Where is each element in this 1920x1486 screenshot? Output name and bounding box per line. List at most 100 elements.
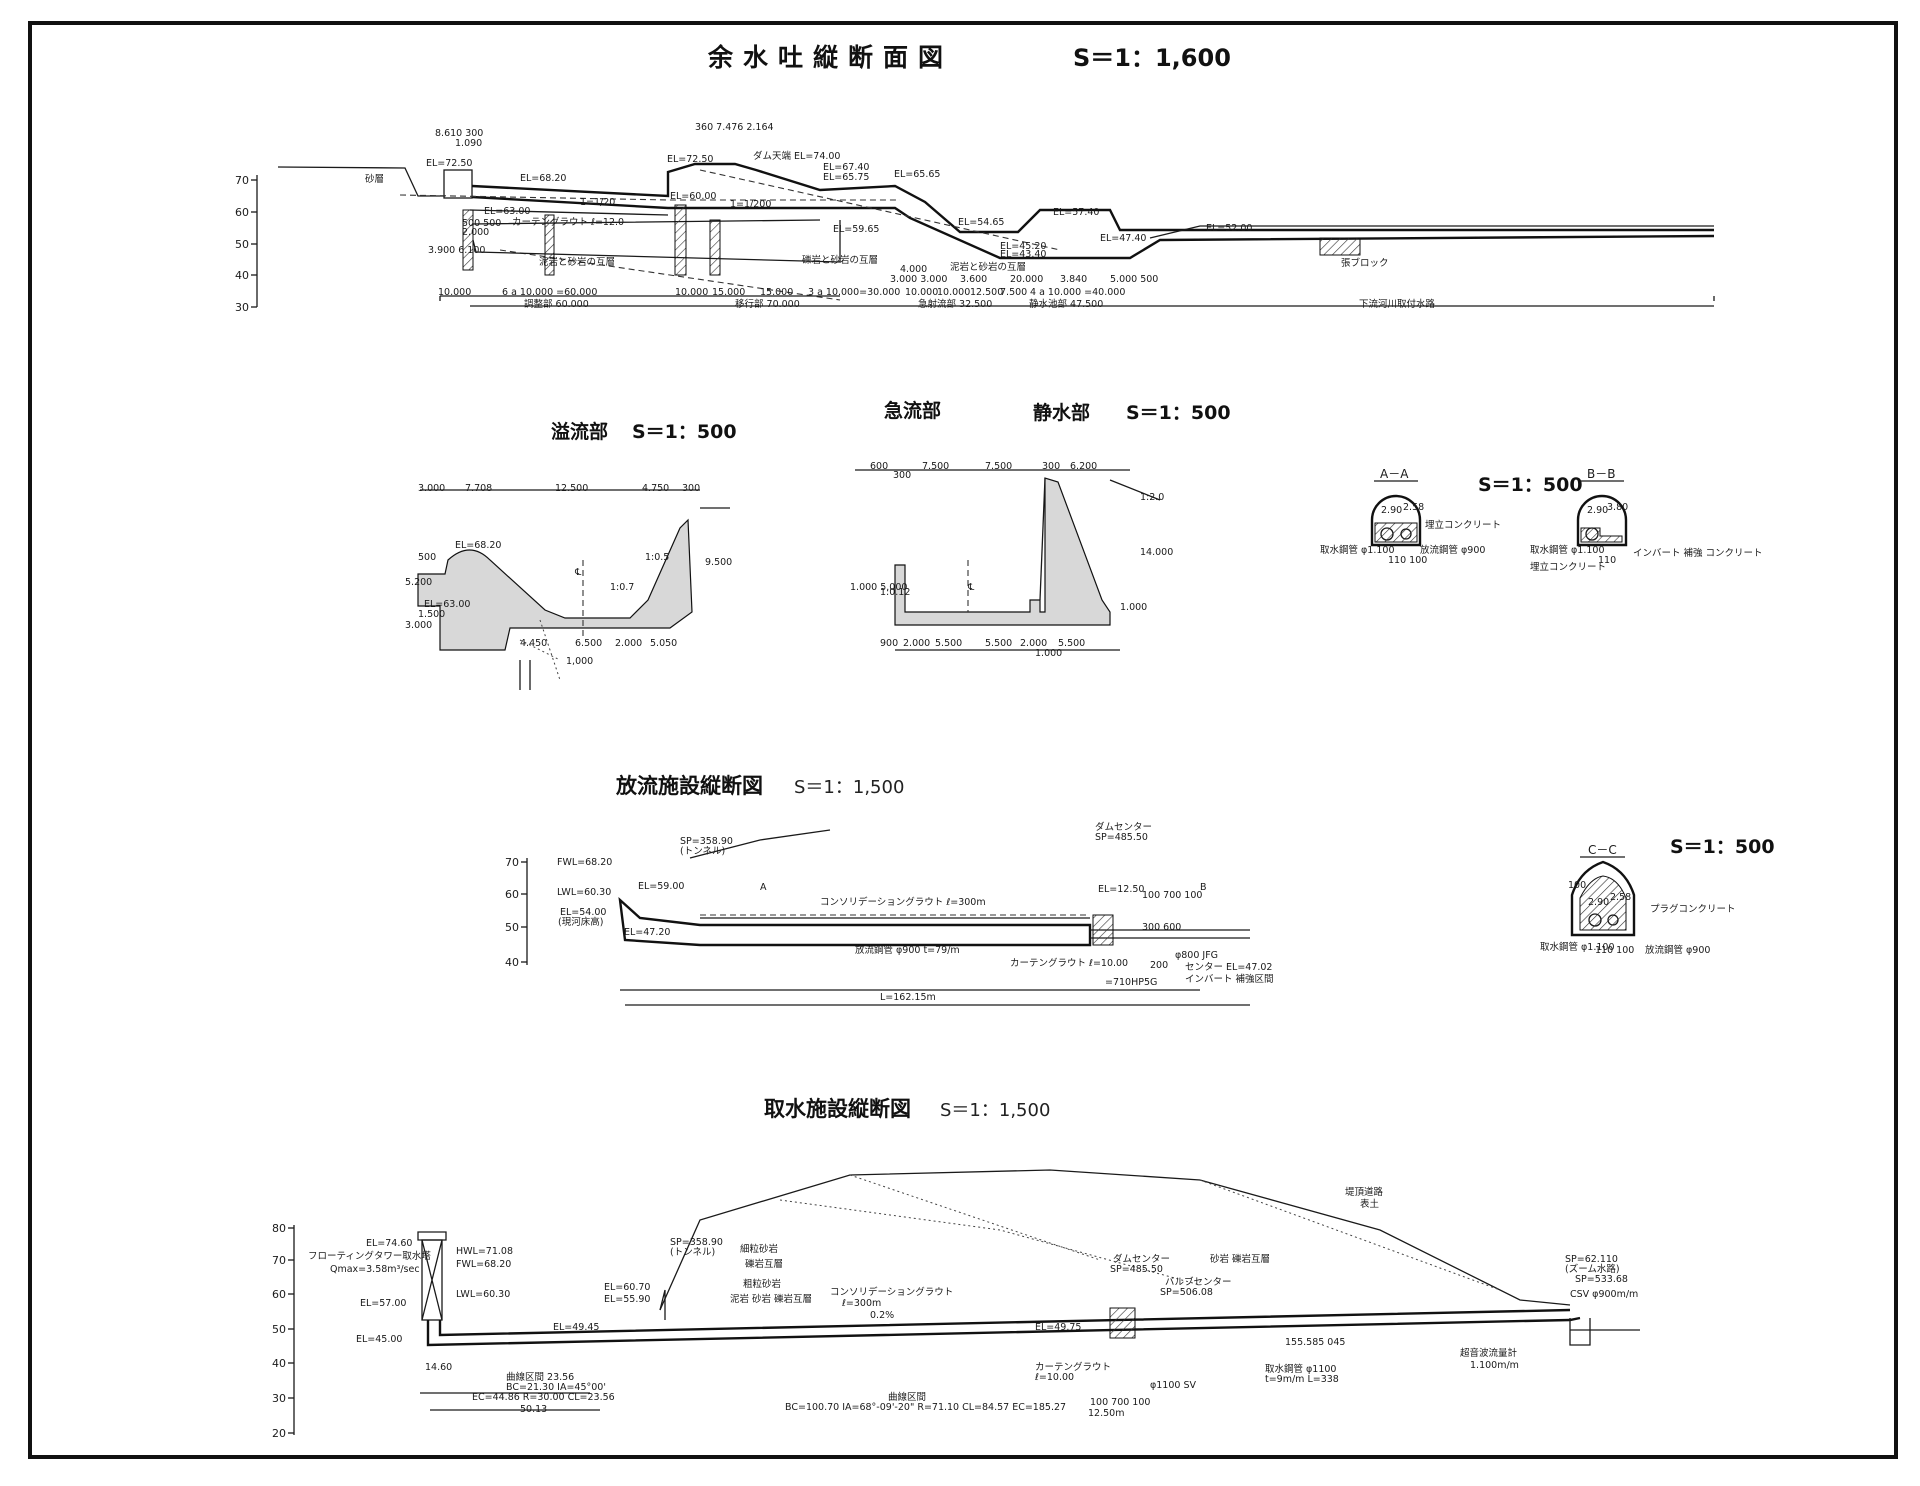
dimension-label: 5.000 500 bbox=[1110, 274, 1158, 285]
dimension-label: 取水鋼管 φ1.100 bbox=[1530, 544, 1604, 556]
dimension-label: 取水鋼管 φ1100 bbox=[1265, 1363, 1336, 1375]
dimension-label: バルブセンター bbox=[1165, 1276, 1232, 1288]
dimension-label: t=9m/m L=338 bbox=[1265, 1374, 1339, 1385]
dimension-label: 移行部 70.000 bbox=[735, 298, 800, 310]
axis-tick-label: 40 bbox=[505, 956, 519, 969]
dimension-label: EL=49.75 bbox=[1035, 1322, 1081, 1333]
dimension-label: =710HP5G bbox=[1105, 977, 1157, 988]
dimension-label: 放流鋼管 φ900 bbox=[1420, 544, 1485, 556]
dimension-label: インバート 補強区間 bbox=[1185, 973, 1274, 985]
overflow-section-scale: S＝1：500 bbox=[632, 421, 737, 443]
axis-tick-label: 60 bbox=[505, 888, 519, 901]
dimension-label: 5.500 bbox=[935, 638, 962, 649]
dimension-label: カーテングラウト ℓ=10.00 bbox=[1010, 957, 1128, 969]
dimension-label: EL=67.40 bbox=[823, 162, 869, 173]
dimension-label: EL=12.50 bbox=[1098, 884, 1144, 895]
dimension-label: コンソリデーショングラウト ℓ=300m bbox=[820, 896, 986, 908]
dimension-label: 砂層 bbox=[365, 173, 384, 185]
basin-section-title: 静水部 bbox=[1033, 401, 1090, 424]
axis-tick-label: 50 bbox=[505, 921, 519, 934]
dimension-label: 静水池部 47.500 bbox=[1029, 298, 1103, 310]
dimension-label: SP=485.50 bbox=[1095, 832, 1148, 843]
dimension-label: 110 100 bbox=[1595, 945, 1634, 956]
dimension-label: EL=52.00 bbox=[1206, 223, 1252, 234]
dimension-label: EL=54.00 bbox=[560, 907, 606, 918]
dimension-label: 細粒砂岩 bbox=[740, 1243, 778, 1255]
dimension-label: 1=1/200 bbox=[730, 199, 771, 210]
dimension-label: 12.50m bbox=[1088, 1408, 1124, 1419]
dimension-label: FWL=68.20 bbox=[456, 1259, 511, 1270]
dimension-label: 3 a 10.000=30.000 bbox=[808, 287, 900, 298]
dimension-label: 15.000 bbox=[760, 287, 793, 298]
dimension-label: 1.000 bbox=[1035, 648, 1062, 659]
dimension-label: 礫岩と砂岩の互層 bbox=[802, 254, 878, 266]
dimension-label: ダム天端 EL=74.00 bbox=[753, 150, 840, 162]
dimension-label: 3.000 bbox=[405, 620, 432, 631]
dimension-label: 5.500 bbox=[1058, 638, 1085, 649]
dimension-label: ダムセンター bbox=[1113, 1253, 1170, 1265]
dimension-label: 1.090 bbox=[455, 138, 482, 149]
dimension-label: 100 700 100 bbox=[1090, 1397, 1150, 1408]
dimension-label: 1.000 bbox=[1120, 602, 1147, 613]
axis-tick-label: 30 bbox=[272, 1392, 286, 1405]
dimension-label: 3.80 bbox=[1607, 502, 1628, 513]
dimension-label: 3.000 3.000 bbox=[890, 274, 947, 285]
dimension-label: 2.000 bbox=[1020, 638, 1047, 649]
dimension-label: 2.90 bbox=[1381, 505, 1402, 516]
dimension-label: EL=59.65 bbox=[833, 224, 879, 235]
dimension-label: 10.000 bbox=[675, 287, 708, 298]
dimension-label: 1.100m/m bbox=[1470, 1360, 1519, 1371]
dimension-label: EL=55.90 bbox=[604, 1294, 650, 1305]
dimension-label: (現河床高) bbox=[558, 916, 603, 928]
dimension-label: A bbox=[760, 882, 767, 893]
dimension-label: SP=62.110 bbox=[1565, 1254, 1618, 1265]
dimension-label: 300 bbox=[682, 483, 700, 494]
dimension-label: センター EL=47.02 bbox=[1185, 962, 1272, 973]
chute-section-title: 急流部 bbox=[884, 399, 941, 422]
dimension-label: EL=72.50 bbox=[667, 154, 713, 165]
dimension-label: 3.900 6.100 bbox=[428, 245, 485, 256]
dimension-label: 14.60 bbox=[425, 1362, 452, 1373]
dimension-label: ℓ=300m bbox=[842, 1298, 881, 1309]
dimension-label: 泥岩 砂岩 礫岩互層 bbox=[730, 1293, 812, 1305]
dimension-label: (トンネル) bbox=[670, 1247, 715, 1258]
dimension-label: EL=57.00 bbox=[360, 1298, 406, 1309]
dimension-label: 7.500 bbox=[922, 461, 949, 472]
dimension-label: 12.500 bbox=[555, 483, 588, 494]
dimension-label: SP=506.08 bbox=[1160, 1287, 1213, 1298]
dimension-label: 曲線区間 bbox=[888, 1391, 926, 1403]
dimension-label: カーテングラウト ℓ=12.0 bbox=[512, 216, 624, 228]
dimension-label: 下流河川取付水路 bbox=[1359, 298, 1436, 310]
dimension-label: HWL=71.08 bbox=[456, 1246, 513, 1257]
dimension-label: EL=45.20 bbox=[1000, 241, 1046, 252]
dimension-label: 4.000 bbox=[900, 264, 927, 275]
dimension-label: EL=63.00 bbox=[424, 599, 470, 610]
dimension-label: 100 bbox=[1568, 880, 1586, 891]
dimension-label: EL=72.50 bbox=[426, 158, 472, 169]
dimension-label: 取水鋼管 φ1.100 bbox=[1540, 941, 1614, 953]
dimension-label: 100 700 100 bbox=[1142, 890, 1202, 901]
dimension-label: 12.500 bbox=[970, 287, 1003, 298]
dimension-label: 1:0.12 bbox=[880, 587, 910, 598]
dimension-label: EL=59.00 bbox=[638, 881, 684, 892]
dimension-label: EC=44.86 R=30.00 CL=23.56 bbox=[472, 1392, 615, 1403]
dimension-label: ダムセンター bbox=[1095, 821, 1152, 833]
dimension-label: (ズーム水路) bbox=[1565, 1263, 1620, 1275]
dimension-label: 2.90 bbox=[1587, 505, 1608, 516]
dimension-label: BC=21.30 IA=45°00' bbox=[506, 1382, 606, 1393]
dimension-label: EL=47.40 bbox=[1100, 233, 1146, 244]
dimension-label: 7.500 bbox=[1000, 287, 1027, 298]
dimension-label: 6.500 bbox=[575, 638, 602, 649]
dimension-label: フローティングタワー取水塔 bbox=[308, 1250, 431, 1262]
dimension-label: コンソリデーショングラウト bbox=[830, 1286, 953, 1298]
dimension-label: 1,000 bbox=[566, 656, 593, 667]
dimension-label: 155.585 045 bbox=[1285, 1337, 1345, 1348]
dimension-label: 20.000 bbox=[1010, 274, 1043, 285]
dimension-label: EL=57.40 bbox=[1053, 207, 1099, 218]
dimension-label: 超音波流量計 bbox=[1460, 1347, 1518, 1359]
dimension-label: EL=43.40 bbox=[1000, 249, 1046, 260]
dimension-label: L=162.15m bbox=[880, 992, 936, 1003]
